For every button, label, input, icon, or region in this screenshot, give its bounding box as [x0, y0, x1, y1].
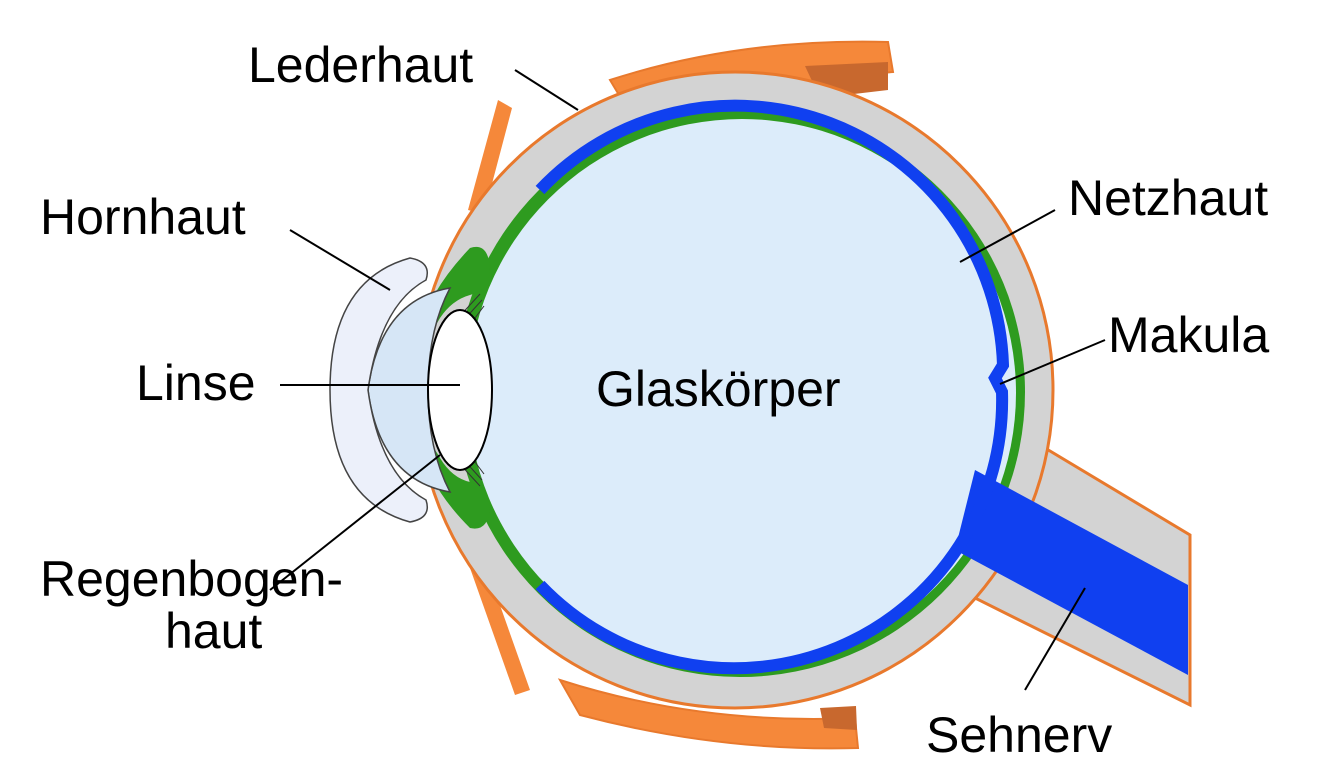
- label-glaskoerper: Glaskörper: [596, 361, 841, 417]
- label-makula: Makula: [1108, 307, 1269, 363]
- label-hornhaut: Hornhaut: [40, 189, 246, 245]
- vitreous-body: [468, 119, 1016, 667]
- label-regenbogenhaut-line1: Regenbogen-: [40, 551, 343, 607]
- label-sehnerv: Sehnerv: [926, 707, 1112, 763]
- leader-lines: [269, 69, 1106, 691]
- lower-muscle: [557, 678, 860, 750]
- left-upper-muscle: [468, 100, 512, 214]
- optic-nerve: [955, 470, 1188, 675]
- label-lederhaut: Lederhaut: [248, 37, 473, 93]
- left-lower-muscle: [470, 560, 530, 695]
- retina: [535, 99, 1010, 675]
- cornea: [329, 257, 428, 523]
- lens: [427, 309, 493, 471]
- label-netzhaut: Netzhaut: [1068, 170, 1268, 226]
- label-linse: Linse: [136, 355, 256, 411]
- lower-muscle-shadow: [820, 706, 857, 730]
- label-regenbogenhaut-line2: haut: [165, 603, 262, 659]
